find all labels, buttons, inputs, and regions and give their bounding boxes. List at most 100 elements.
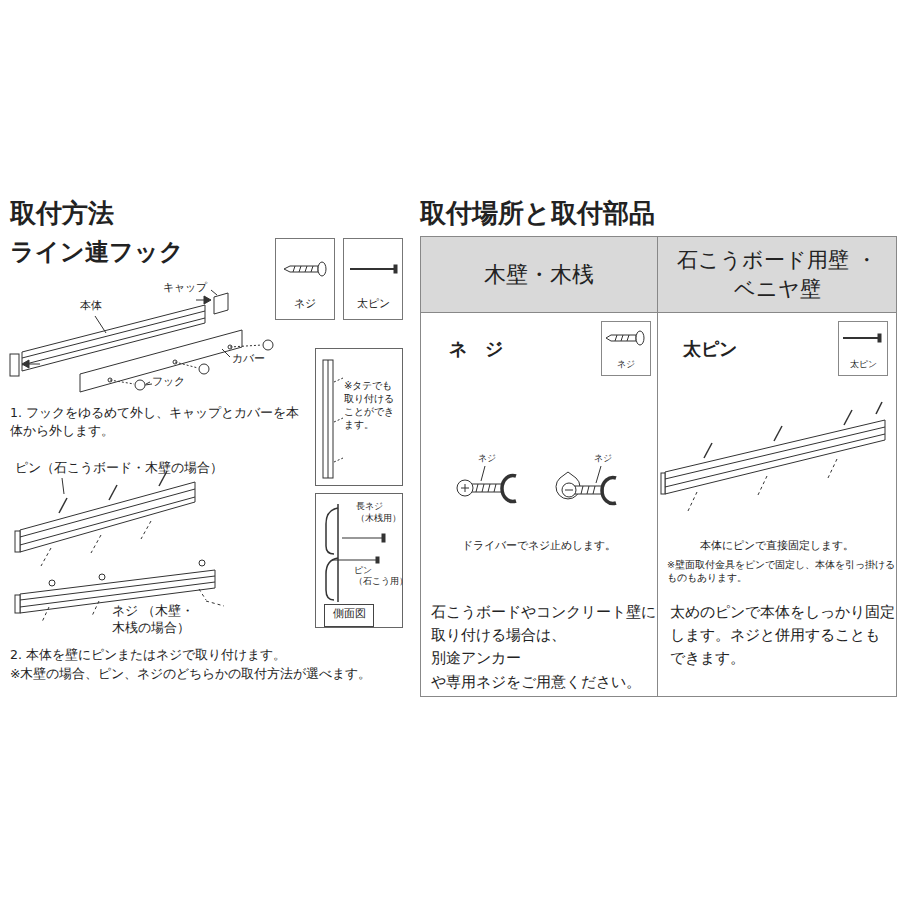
screw-icons-part bbox=[318, 262, 326, 276]
callout-label-holder: ネジ bbox=[594, 452, 612, 464]
table-header: 木壁・木桟 bbox=[420, 236, 658, 313]
exploded-view-part bbox=[204, 296, 211, 304]
node-text: ※壁面取付金具をピンで固定し、本体を引っ掛ける ものもあります。 bbox=[667, 559, 899, 585]
hook-illustrations-part bbox=[556, 472, 580, 499]
hook-illustrations-part bbox=[575, 486, 603, 494]
node-text-holder: ネジ bbox=[602, 358, 650, 370]
node-text-holder: 石こうボードやコンクリート壁に 取り付ける場合は、別途アンカー や専用ネジをご用… bbox=[431, 601, 655, 694]
screw-icons-part bbox=[350, 268, 394, 270]
pin-rail-right-part bbox=[665, 427, 885, 479]
exploded-view-part bbox=[28, 364, 40, 365]
pin-rail-right-part bbox=[828, 459, 837, 478]
node-text: 本体にピンで直接固定します。 bbox=[658, 539, 896, 554]
hook-illustrations-part bbox=[488, 484, 490, 492]
step-text-holder: 2. 本体を壁にピンまたはネジで取り付けます。 bbox=[10, 647, 286, 664]
pin-rail-right-part bbox=[774, 426, 782, 441]
pin-rail-right-part bbox=[688, 492, 697, 511]
node-text: ピン （石こう用） bbox=[354, 565, 402, 587]
part-name: キャップ bbox=[163, 281, 207, 296]
screw-icons-part bbox=[843, 337, 878, 339]
hook-illustrations-part bbox=[476, 484, 478, 492]
pin-rail-right-part bbox=[665, 420, 885, 494]
node-text-holder: 太ピン bbox=[344, 297, 402, 312]
table-header: 石こうボード用壁 ・ベニヤ壁 bbox=[657, 236, 897, 313]
node-text: 側面図 bbox=[325, 607, 373, 622]
product-name: ライン連フック bbox=[10, 236, 184, 268]
hook-illustrations-part bbox=[587, 486, 589, 494]
node-text: 太ピン bbox=[683, 337, 737, 361]
pin-rail-right-part bbox=[876, 402, 882, 414]
pin-rail-part bbox=[15, 531, 20, 552]
callout-label: ネジ bbox=[594, 452, 612, 464]
part-name: 本体 bbox=[80, 299, 102, 314]
screw-rail-part bbox=[206, 601, 224, 606]
screw-rail-part bbox=[199, 589, 206, 600]
pin-rail-part bbox=[20, 497, 195, 545]
exploded-view-part bbox=[146, 382, 150, 384]
exploded-view-part bbox=[175, 362, 198, 368]
side-profile-part bbox=[376, 557, 379, 563]
part-name-holder: カバー bbox=[232, 352, 265, 367]
callout-label-holder: ネジ bbox=[478, 452, 496, 464]
part-name: カバー bbox=[232, 352, 265, 367]
node-text: ネジ bbox=[602, 358, 650, 370]
screw-icons-part bbox=[878, 334, 881, 342]
screw-rail-part bbox=[92, 601, 99, 616]
vertical-rail-part bbox=[334, 418, 343, 422]
table-cell: ネ ジドライバーでネジ止めします。石こうボードやコンクリート壁に 取り付ける場合… bbox=[420, 312, 658, 697]
screw-rail-part bbox=[15, 595, 20, 613]
screw-icons-part bbox=[305, 266, 307, 272]
node-text-holder: 木壁・木桟 bbox=[425, 260, 653, 290]
side-profile-part bbox=[326, 558, 338, 600]
note-text-holder: ※木壁の場合、ピン、ネジのどちらかの取付方法が選べます。 bbox=[10, 666, 371, 683]
pin-rail-part bbox=[109, 485, 117, 500]
exploded-view-part bbox=[22, 360, 29, 368]
node-text: 長ネジ （木桟用） bbox=[356, 501, 402, 524]
node-text-holder: ネジ bbox=[276, 297, 334, 312]
pin-rail-right-part bbox=[758, 476, 767, 495]
pin-icon-box: 太ピン bbox=[838, 321, 888, 376]
vertical-rail-part bbox=[334, 378, 343, 382]
screw-rail-part bbox=[49, 580, 55, 586]
hook-illustrations bbox=[457, 466, 616, 504]
node-text: ※タテでも 取り付ける ことができ ます。 bbox=[344, 379, 400, 431]
screw-icons-part bbox=[311, 266, 313, 272]
vertical-rail-part bbox=[323, 360, 333, 478]
pin-rail-right-part bbox=[704, 443, 712, 458]
pin-rail-part bbox=[91, 535, 101, 553]
exploded-view-part bbox=[135, 380, 145, 390]
screw-rail-part bbox=[99, 574, 105, 580]
hook-illustrations-part bbox=[502, 476, 516, 502]
node-text: 石こうボードやコンクリート壁に 取り付ける場合は、別途アンカー や専用ネジをご用… bbox=[431, 601, 655, 694]
exploded-view-part bbox=[214, 293, 228, 314]
node-text: 太ピン bbox=[344, 297, 402, 312]
node-text-holder: ピン （石こう用） bbox=[354, 565, 402, 587]
hook-illustrations-part bbox=[494, 484, 496, 492]
node-text: ネジ bbox=[276, 297, 334, 312]
pin-rail bbox=[15, 471, 195, 566]
part-name-holder: 本体 bbox=[80, 299, 102, 314]
node-text-holder: ドライバーでネジ止めします。 bbox=[421, 539, 657, 554]
node-text-holder: 長ネジ （木桟用） bbox=[356, 501, 402, 524]
hook-illustrations-part bbox=[482, 484, 484, 492]
hook-illustrations-part bbox=[565, 490, 573, 491]
pin-icon-box: 太ピン bbox=[343, 238, 403, 320]
section-heading: 取付場所と取付部品 bbox=[420, 196, 655, 231]
node-text-holder: ネ ジ bbox=[449, 337, 503, 361]
callout-label: ネジ bbox=[478, 452, 496, 464]
exploded-view-part bbox=[230, 345, 262, 347]
node-text: 石こうボード用壁 ・ベニヤ壁 bbox=[662, 246, 892, 303]
exploded-view-part bbox=[263, 340, 273, 350]
side-profile-part bbox=[326, 508, 338, 554]
node-text-holder: 太ピン bbox=[839, 358, 887, 370]
side-profile-part bbox=[382, 534, 385, 542]
pin-rail-part bbox=[20, 489, 195, 537]
callout-label: ネジ （木壁・木桟の場合） bbox=[112, 603, 252, 637]
exploded-view-part bbox=[211, 290, 217, 295]
note-text: ※木壁の場合、ピン、ネジのどちらかの取付方法が選べます。 bbox=[10, 666, 371, 683]
hook-illustrations-part bbox=[581, 486, 583, 494]
vertical-rail-part bbox=[334, 458, 343, 462]
side-view-box: 長ネジ （木桟用） ピン （石こう用） 側面図 bbox=[315, 493, 403, 628]
